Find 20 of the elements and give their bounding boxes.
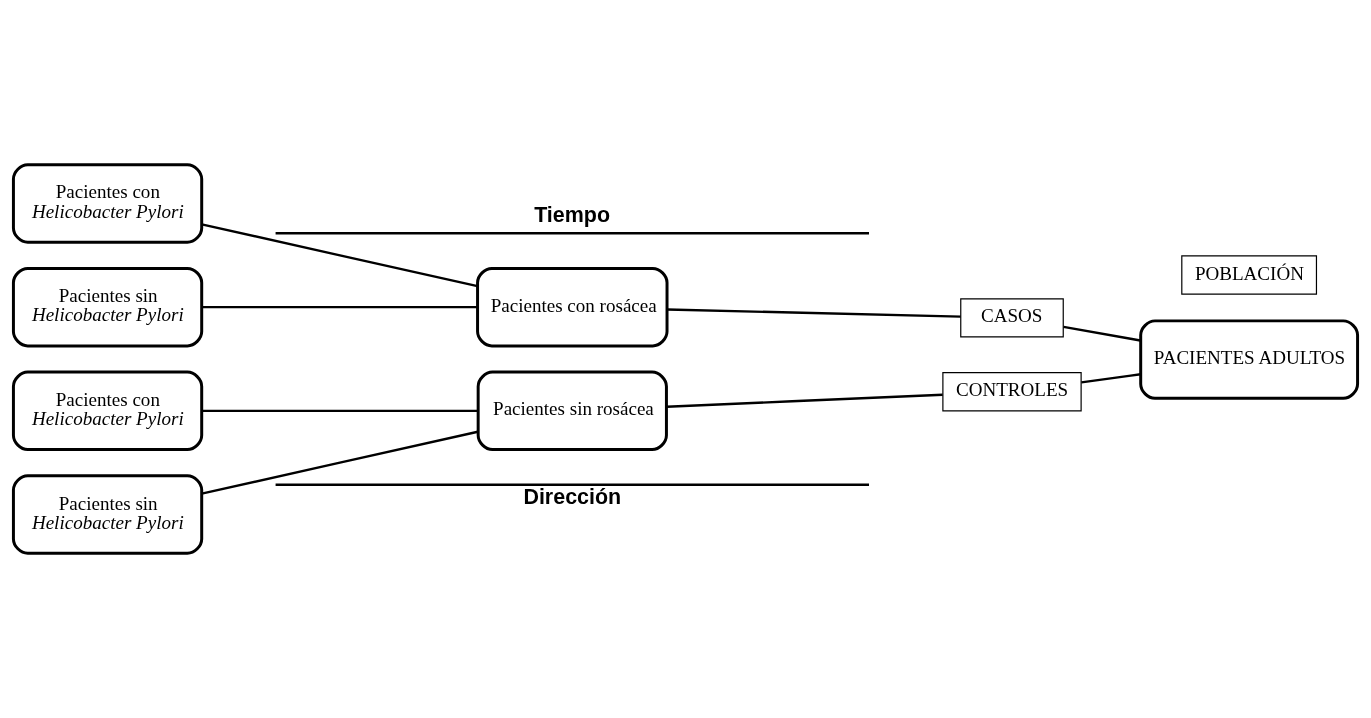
- node-box: Pacientes sin Helicobacter Pylori: [11, 266, 204, 348]
- node-box: Pacientes sin Helicobacter Pylori: [11, 474, 204, 555]
- node-box: CASOS: [960, 298, 1064, 338]
- connector: [1081, 373, 1141, 384]
- connector: [667, 308, 961, 318]
- connector: [201, 305, 478, 309]
- node-box: Pacientes con rosácea: [476, 266, 669, 348]
- node-box: Pacientes sin rosácea: [476, 370, 668, 452]
- node-box: CONTROLES: [942, 372, 1082, 412]
- label: Dirección: [523, 485, 622, 510]
- connector: [201, 430, 479, 495]
- node-box: Pacientes con Helicobacter Pylori: [11, 163, 204, 244]
- label: Tiempo: [534, 202, 611, 227]
- connector: [1063, 325, 1141, 342]
- node-box: Pacientes con Helicobacter Pylori: [11, 370, 204, 452]
- node-box: PACIENTES ADULTOS: [1139, 319, 1360, 400]
- connector: [666, 393, 943, 408]
- node-box: POBLACIÓN: [1181, 255, 1318, 295]
- connector: [201, 223, 478, 288]
- connector: [201, 409, 478, 413]
